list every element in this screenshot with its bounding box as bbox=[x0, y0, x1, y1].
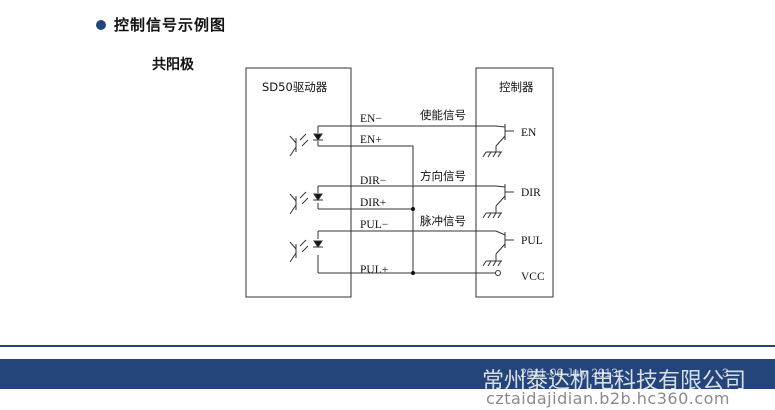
optocoupler-en bbox=[289, 133, 323, 157]
junction-dot bbox=[411, 207, 415, 211]
page-number: 3 bbox=[722, 366, 729, 380]
page-title: 控制信号示例图 bbox=[114, 16, 227, 34]
signal-enable: 使能信号 bbox=[420, 108, 466, 122]
pin-dir-minus: DIR− bbox=[360, 175, 386, 187]
ctrl-pin-pul: PUL bbox=[521, 235, 543, 247]
signal-pulse: 脉冲信号 bbox=[420, 214, 466, 228]
junction-dot bbox=[411, 271, 415, 275]
transistor-en bbox=[482, 124, 514, 158]
signal-direction: 方向信号 bbox=[420, 169, 466, 183]
footer-info: 2011-06 July 2013 bbox=[520, 366, 618, 380]
pin-dir-plus: DIR+ bbox=[360, 197, 386, 209]
pin-en-minus: EN− bbox=[360, 113, 382, 125]
optocoupler-pul bbox=[289, 239, 323, 263]
bullet-icon bbox=[96, 19, 106, 30]
pin-en-plus: EN+ bbox=[360, 134, 382, 146]
controller-box bbox=[475, 67, 554, 298]
footer-band bbox=[0, 359, 775, 389]
watermark-url: cztaidajidian.b2b.hc360.com bbox=[486, 389, 731, 408]
driver-box bbox=[245, 67, 352, 298]
driver-label: SD50驱动器 bbox=[262, 80, 328, 94]
pin-pul-minus: PUL− bbox=[360, 219, 388, 231]
wires bbox=[317, 125, 498, 274]
controller-label: 控制器 bbox=[499, 80, 534, 94]
footer-divider bbox=[0, 345, 775, 347]
transistor-pul bbox=[482, 230, 514, 267]
section-subtitle: 共阳极 bbox=[152, 57, 194, 73]
watermark-company: 常州泰达机电科技有限公司 bbox=[482, 369, 747, 394]
ctrl-pin-dir: DIR bbox=[521, 187, 541, 199]
transistor-dir bbox=[482, 184, 514, 219]
wiring-diagram: SD50驱动器 控制器 EN− EN+ DIR− DIR+ PUL− PUL+ … bbox=[245, 67, 554, 298]
ctrl-pin-en: EN bbox=[521, 127, 537, 139]
pin-pul-plus: PUL+ bbox=[360, 264, 388, 276]
optocoupler-dir bbox=[289, 191, 323, 215]
title-row: 控制信号示例图 bbox=[96, 14, 226, 35]
ctrl-pin-vcc: VCC bbox=[521, 271, 545, 283]
vcc-terminal bbox=[495, 270, 501, 276]
